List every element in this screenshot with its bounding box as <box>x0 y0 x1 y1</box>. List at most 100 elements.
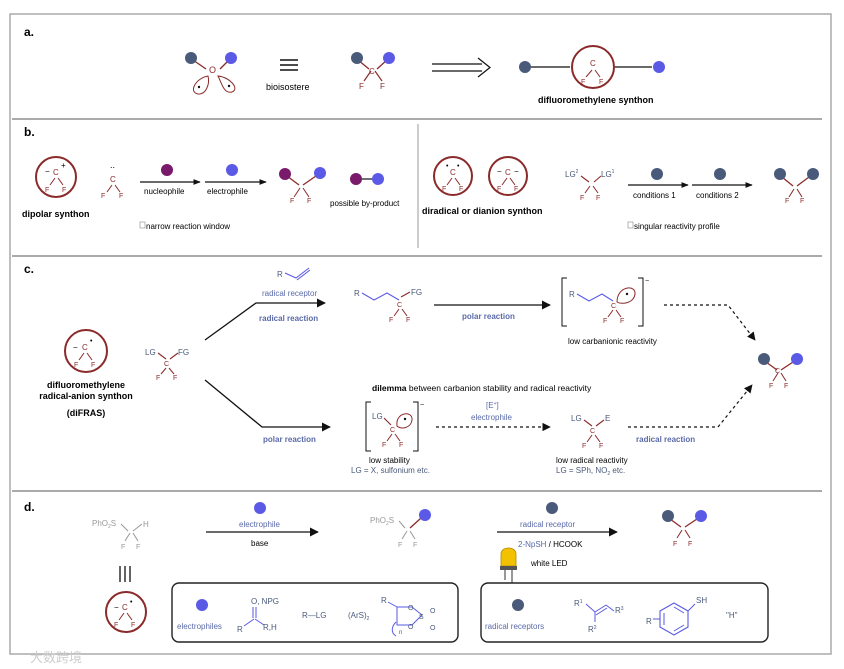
phso2-cf2h-structure: PhO2S H F F <box>92 519 149 551</box>
watermark: 大数跨境 <box>30 650 82 665</box>
oxygen-lone-pair-structure: O <box>185 52 237 95</box>
svg-text:F: F <box>156 375 160 382</box>
svg-text:R: R <box>381 596 387 605</box>
panel-c-tag: c. <box>24 262 34 276</box>
panel-b-tag: b. <box>24 125 35 139</box>
white-led-label: white LED <box>530 559 568 568</box>
electrophile-dot-d <box>254 502 266 514</box>
polar-reaction-label-bottom: polar reaction <box>263 435 316 444</box>
svg-text:..: .. <box>110 160 115 170</box>
svg-text:O: O <box>209 65 216 75</box>
svg-text:C: C <box>397 302 402 309</box>
difras-synthon-circle: − C • F F <box>64 329 108 373</box>
implies-arrow <box>432 57 491 78</box>
nucleophile-label: nucleophile <box>144 187 185 196</box>
led-bulb-icon <box>500 547 517 583</box>
panel-a-tag: a. <box>24 25 34 39</box>
svg-text:LG: LG <box>571 414 582 423</box>
svg-text:F: F <box>581 79 585 86</box>
svg-text:R,H: R,H <box>263 623 277 632</box>
byproduct-structure <box>350 173 384 185</box>
svg-text:F: F <box>769 383 773 390</box>
carbonyl-electrophile-structure: O, NPG R R,H <box>237 597 279 634</box>
polar-reaction-arrow-bottom <box>204 379 331 432</box>
electrophiles-label: electrophiles <box>177 622 222 631</box>
radical-receptors-label: radical receptors <box>485 622 544 631</box>
svg-text:H: H <box>143 520 149 529</box>
svg-text:R3: R3 <box>615 606 624 615</box>
svg-text:F: F <box>45 187 49 194</box>
electrophile-dot <box>226 164 238 176</box>
electrophiles-dot <box>196 599 208 611</box>
svg-text:•: • <box>130 599 133 606</box>
svg-text:F: F <box>413 542 417 549</box>
dianion-synthon-circle: − C − F F <box>488 156 528 196</box>
thiophenol-structure: R SH <box>646 596 707 636</box>
svg-text:C: C <box>110 175 116 184</box>
svg-text:C: C <box>505 168 511 177</box>
svg-text:O: O <box>430 625 436 632</box>
svg-text:−: − <box>497 167 502 176</box>
svg-text:C: C <box>53 168 59 177</box>
low-carbanionic-label: low carbanionic reactivity <box>568 337 657 346</box>
radical-reaction-label-top: radical reaction <box>259 314 318 323</box>
svg-text:F: F <box>382 442 386 449</box>
conditions2-label: conditions 2 <box>696 191 739 200</box>
svg-text:FG: FG <box>178 348 189 357</box>
svg-text:R: R <box>354 289 360 298</box>
svg-text:F: F <box>406 317 410 324</box>
svg-text:F: F <box>290 198 294 205</box>
svg-text:E: E <box>605 414 610 423</box>
svg-text:C: C <box>611 303 616 310</box>
phso2-cf2-e-product: PhO2S F F <box>370 509 431 549</box>
svg-text:F: F <box>359 82 364 91</box>
svg-text:LG1: LG1 <box>601 169 615 179</box>
svg-text:F: F <box>459 186 463 193</box>
r-chain-cf2-fg-structure: R FG C F F <box>354 288 422 324</box>
svg-text:FG: FG <box>411 288 422 297</box>
final-product-c: C F F <box>758 353 803 390</box>
svg-text:S: S <box>419 614 424 621</box>
electrophiles-box <box>171 582 459 643</box>
lg-cf2-fg-structure: LG FG C F F <box>145 348 189 382</box>
diradical-synthon-circle: • • C F F <box>433 156 473 196</box>
electrophile-label: electrophile <box>207 187 248 196</box>
electrophile-label-d: electrophile <box>239 520 280 529</box>
svg-text:F: F <box>442 186 446 193</box>
dipolar-synthon-circle: − C + F F <box>35 156 77 198</box>
svg-text:F: F <box>599 443 603 450</box>
svg-text:F: F <box>785 198 789 205</box>
svg-text:F: F <box>91 362 95 369</box>
radical-receptors-box <box>480 582 769 643</box>
svg-text:F: F <box>74 362 78 369</box>
nucleophile-dot <box>161 164 173 176</box>
radical-receptors-dot <box>512 599 524 611</box>
svg-text:C: C <box>590 428 595 435</box>
low-stability-label: low stability <box>369 456 410 465</box>
svg-text:n: n <box>399 630 402 636</box>
final-product-d: F F <box>662 510 707 548</box>
svg-text:R: R <box>237 625 243 634</box>
product-structure-b: F F <box>279 167 326 205</box>
equivalence-symbol <box>280 59 298 71</box>
byproduct-label: possible by-product <box>330 199 400 208</box>
difras-circle-d: − C • F F <box>105 591 147 633</box>
triple-bar-equivalence <box>119 566 131 582</box>
dipolar-synthon-label: dipolar synthon <box>22 209 90 219</box>
svg-text:LG: LG <box>145 348 156 357</box>
svg-text:F: F <box>398 542 402 549</box>
reagents-label: 2-NpSH / HCOOK <box>518 540 583 549</box>
singular-profile-label: singular reactivity profile <box>634 222 720 231</box>
base-label: base <box>251 539 269 548</box>
svg-text:−: − <box>645 278 649 285</box>
svg-text:F: F <box>673 541 677 548</box>
svg-text:PhO2S: PhO2S <box>370 516 394 527</box>
radical-reaction-arrow-top <box>204 298 326 341</box>
svg-text:F: F <box>62 187 66 194</box>
dashed-arrow-bottom <box>628 384 753 428</box>
svg-text:PhO2S: PhO2S <box>92 519 116 530</box>
difras-label-line2: radical-anion synthon <box>39 391 133 401</box>
dashed-arrow-top <box>664 304 756 341</box>
svg-text:+: + <box>61 161 66 170</box>
